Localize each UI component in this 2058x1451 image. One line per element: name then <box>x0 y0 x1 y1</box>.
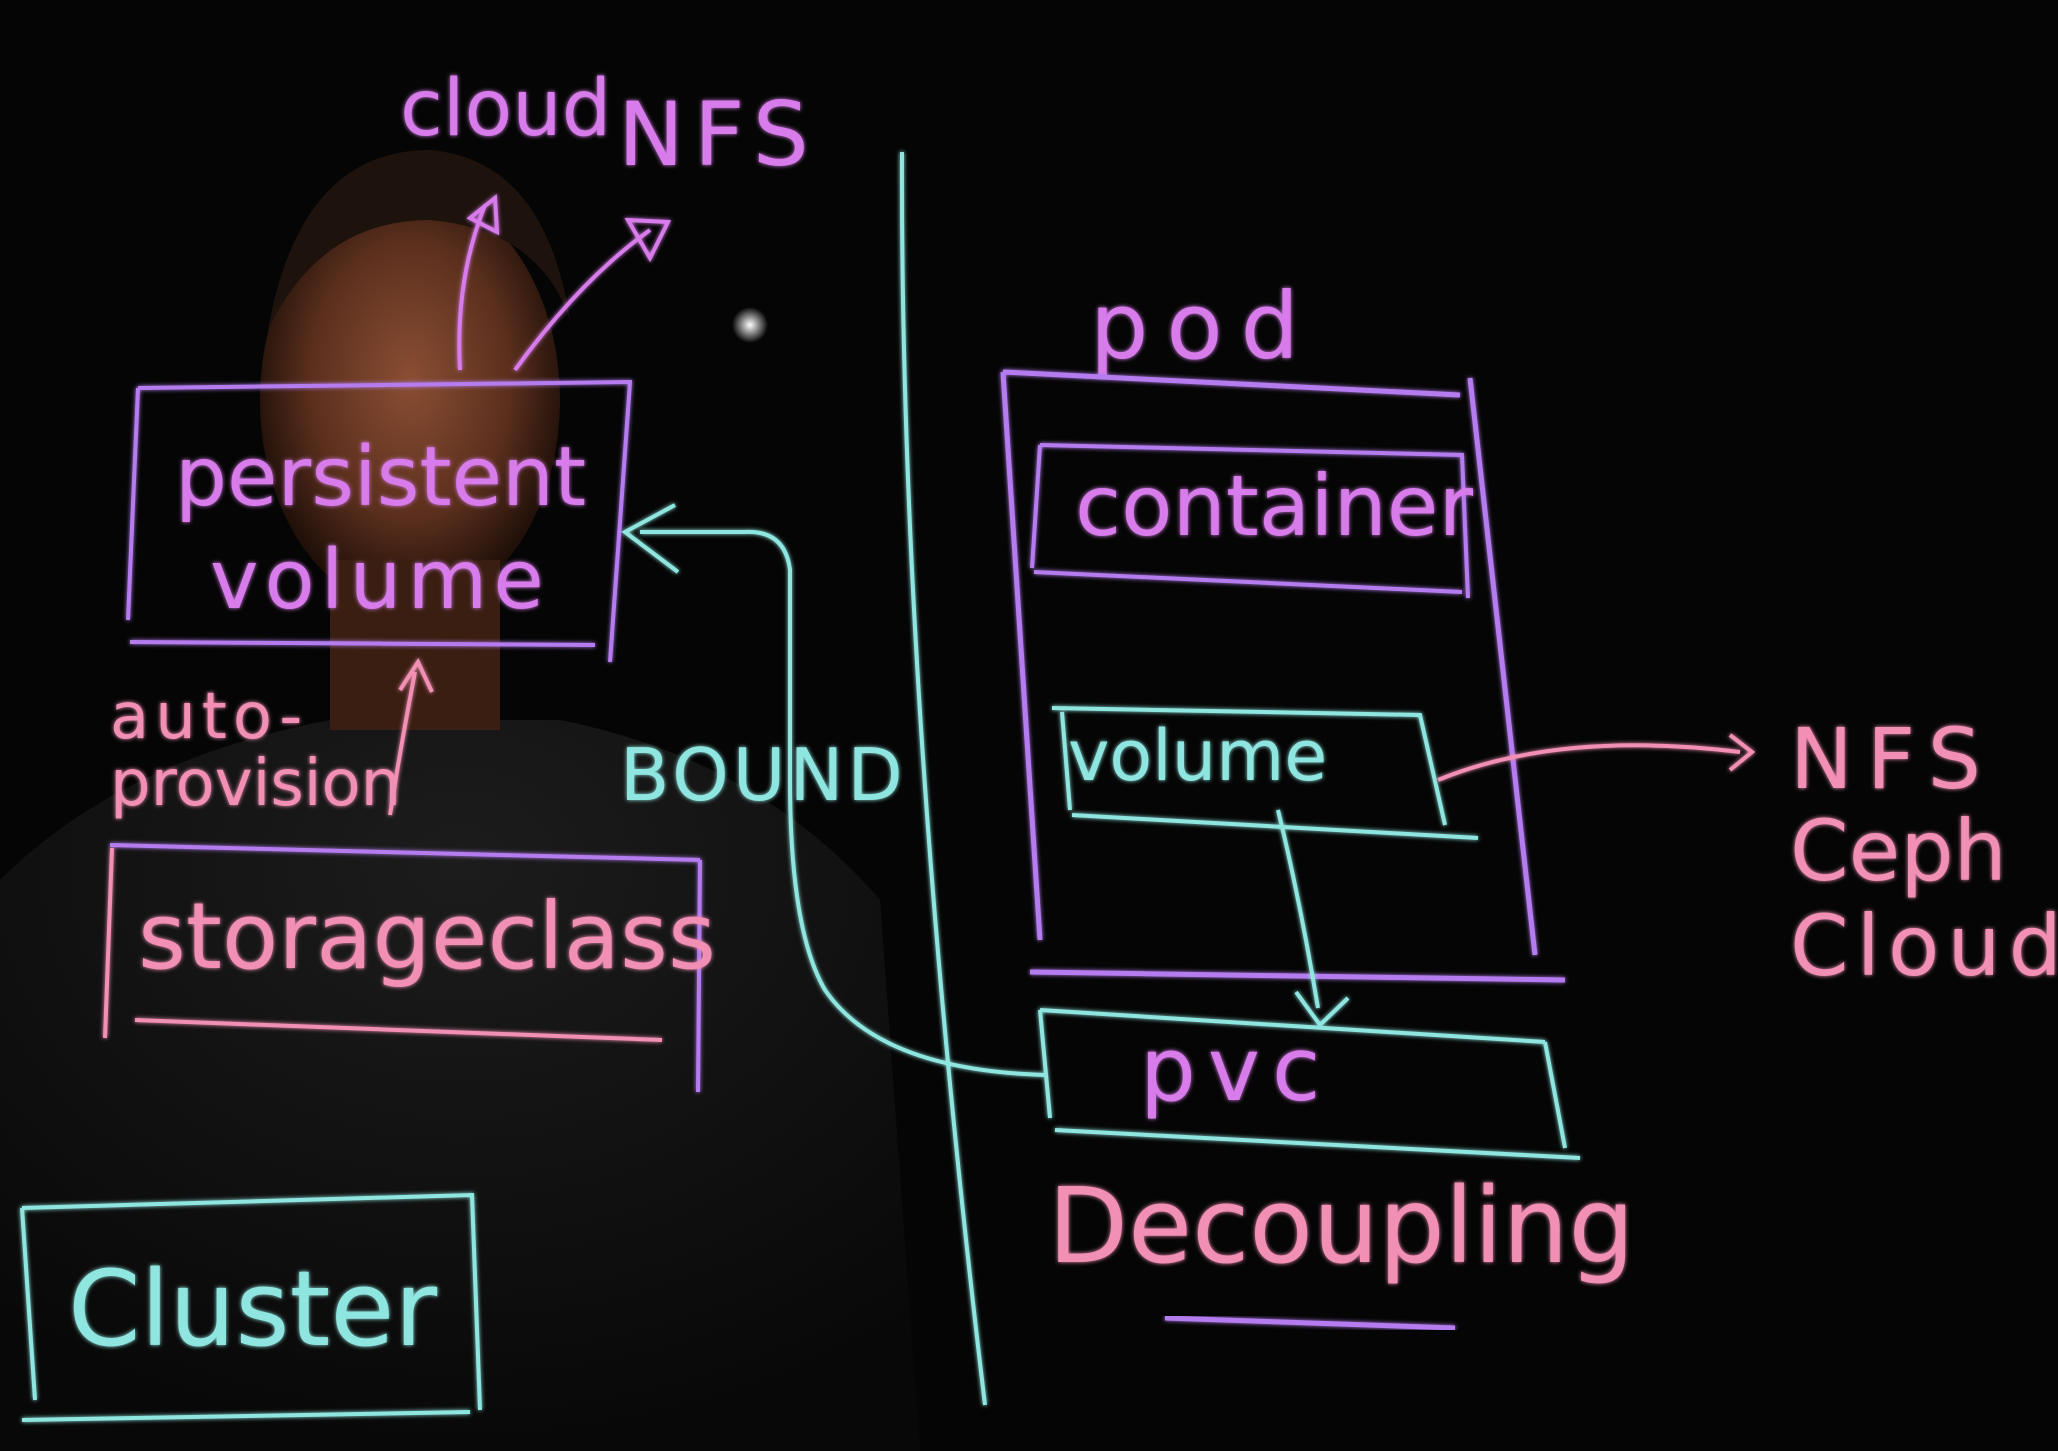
volume-to-backends-arrow <box>1437 733 1756 782</box>
pv-to-cloud-arrow <box>457 194 500 371</box>
volume-pod-label: volume <box>1068 715 1327 797</box>
bound-label: BOUND <box>620 733 907 817</box>
nfs-right-label: NFS <box>1790 710 1995 808</box>
persistent-volume-box <box>126 379 633 663</box>
decoupling-underline <box>1164 1315 1456 1331</box>
shirt-shape <box>0 720 920 1451</box>
head-shape <box>260 190 560 610</box>
divider-line <box>899 151 987 1406</box>
nfs-top-label: NFS <box>618 83 819 186</box>
auto-label: auto- <box>110 680 308 754</box>
container-box <box>1030 443 1470 599</box>
pv-to-nfs-arrow <box>513 217 672 372</box>
pod-volume-box <box>1051 706 1479 840</box>
persistent-label: persistent <box>175 430 586 525</box>
pod-label: pod <box>1090 273 1317 380</box>
decoupling-label: Decoupling <box>1048 1165 1635 1287</box>
container-label: container <box>1075 457 1473 555</box>
volume-pv-label: volume <box>210 533 550 628</box>
ceph-right-label: Ceph <box>1790 802 2007 900</box>
provision-arrow <box>388 657 434 816</box>
pod-box <box>1000 369 1566 983</box>
volume-to-pvc-arrow <box>1276 809 1350 1029</box>
cluster-label: Cluster <box>68 1248 437 1370</box>
cloud-top-label: cloud <box>400 64 611 154</box>
cloud-right-label: Cloud <box>1790 897 2058 995</box>
hair-shape <box>268 150 570 330</box>
storageclass-box <box>103 843 702 1093</box>
provision-label: provision <box>110 747 401 821</box>
pvc-box <box>1038 1008 1581 1160</box>
light-glint <box>732 307 768 343</box>
cluster-box <box>20 1192 482 1422</box>
pvc-to-pv-arrow <box>621 503 1046 1077</box>
storageclass-label: storageclass <box>138 883 716 990</box>
pvc-label: pvc <box>1140 1018 1332 1121</box>
